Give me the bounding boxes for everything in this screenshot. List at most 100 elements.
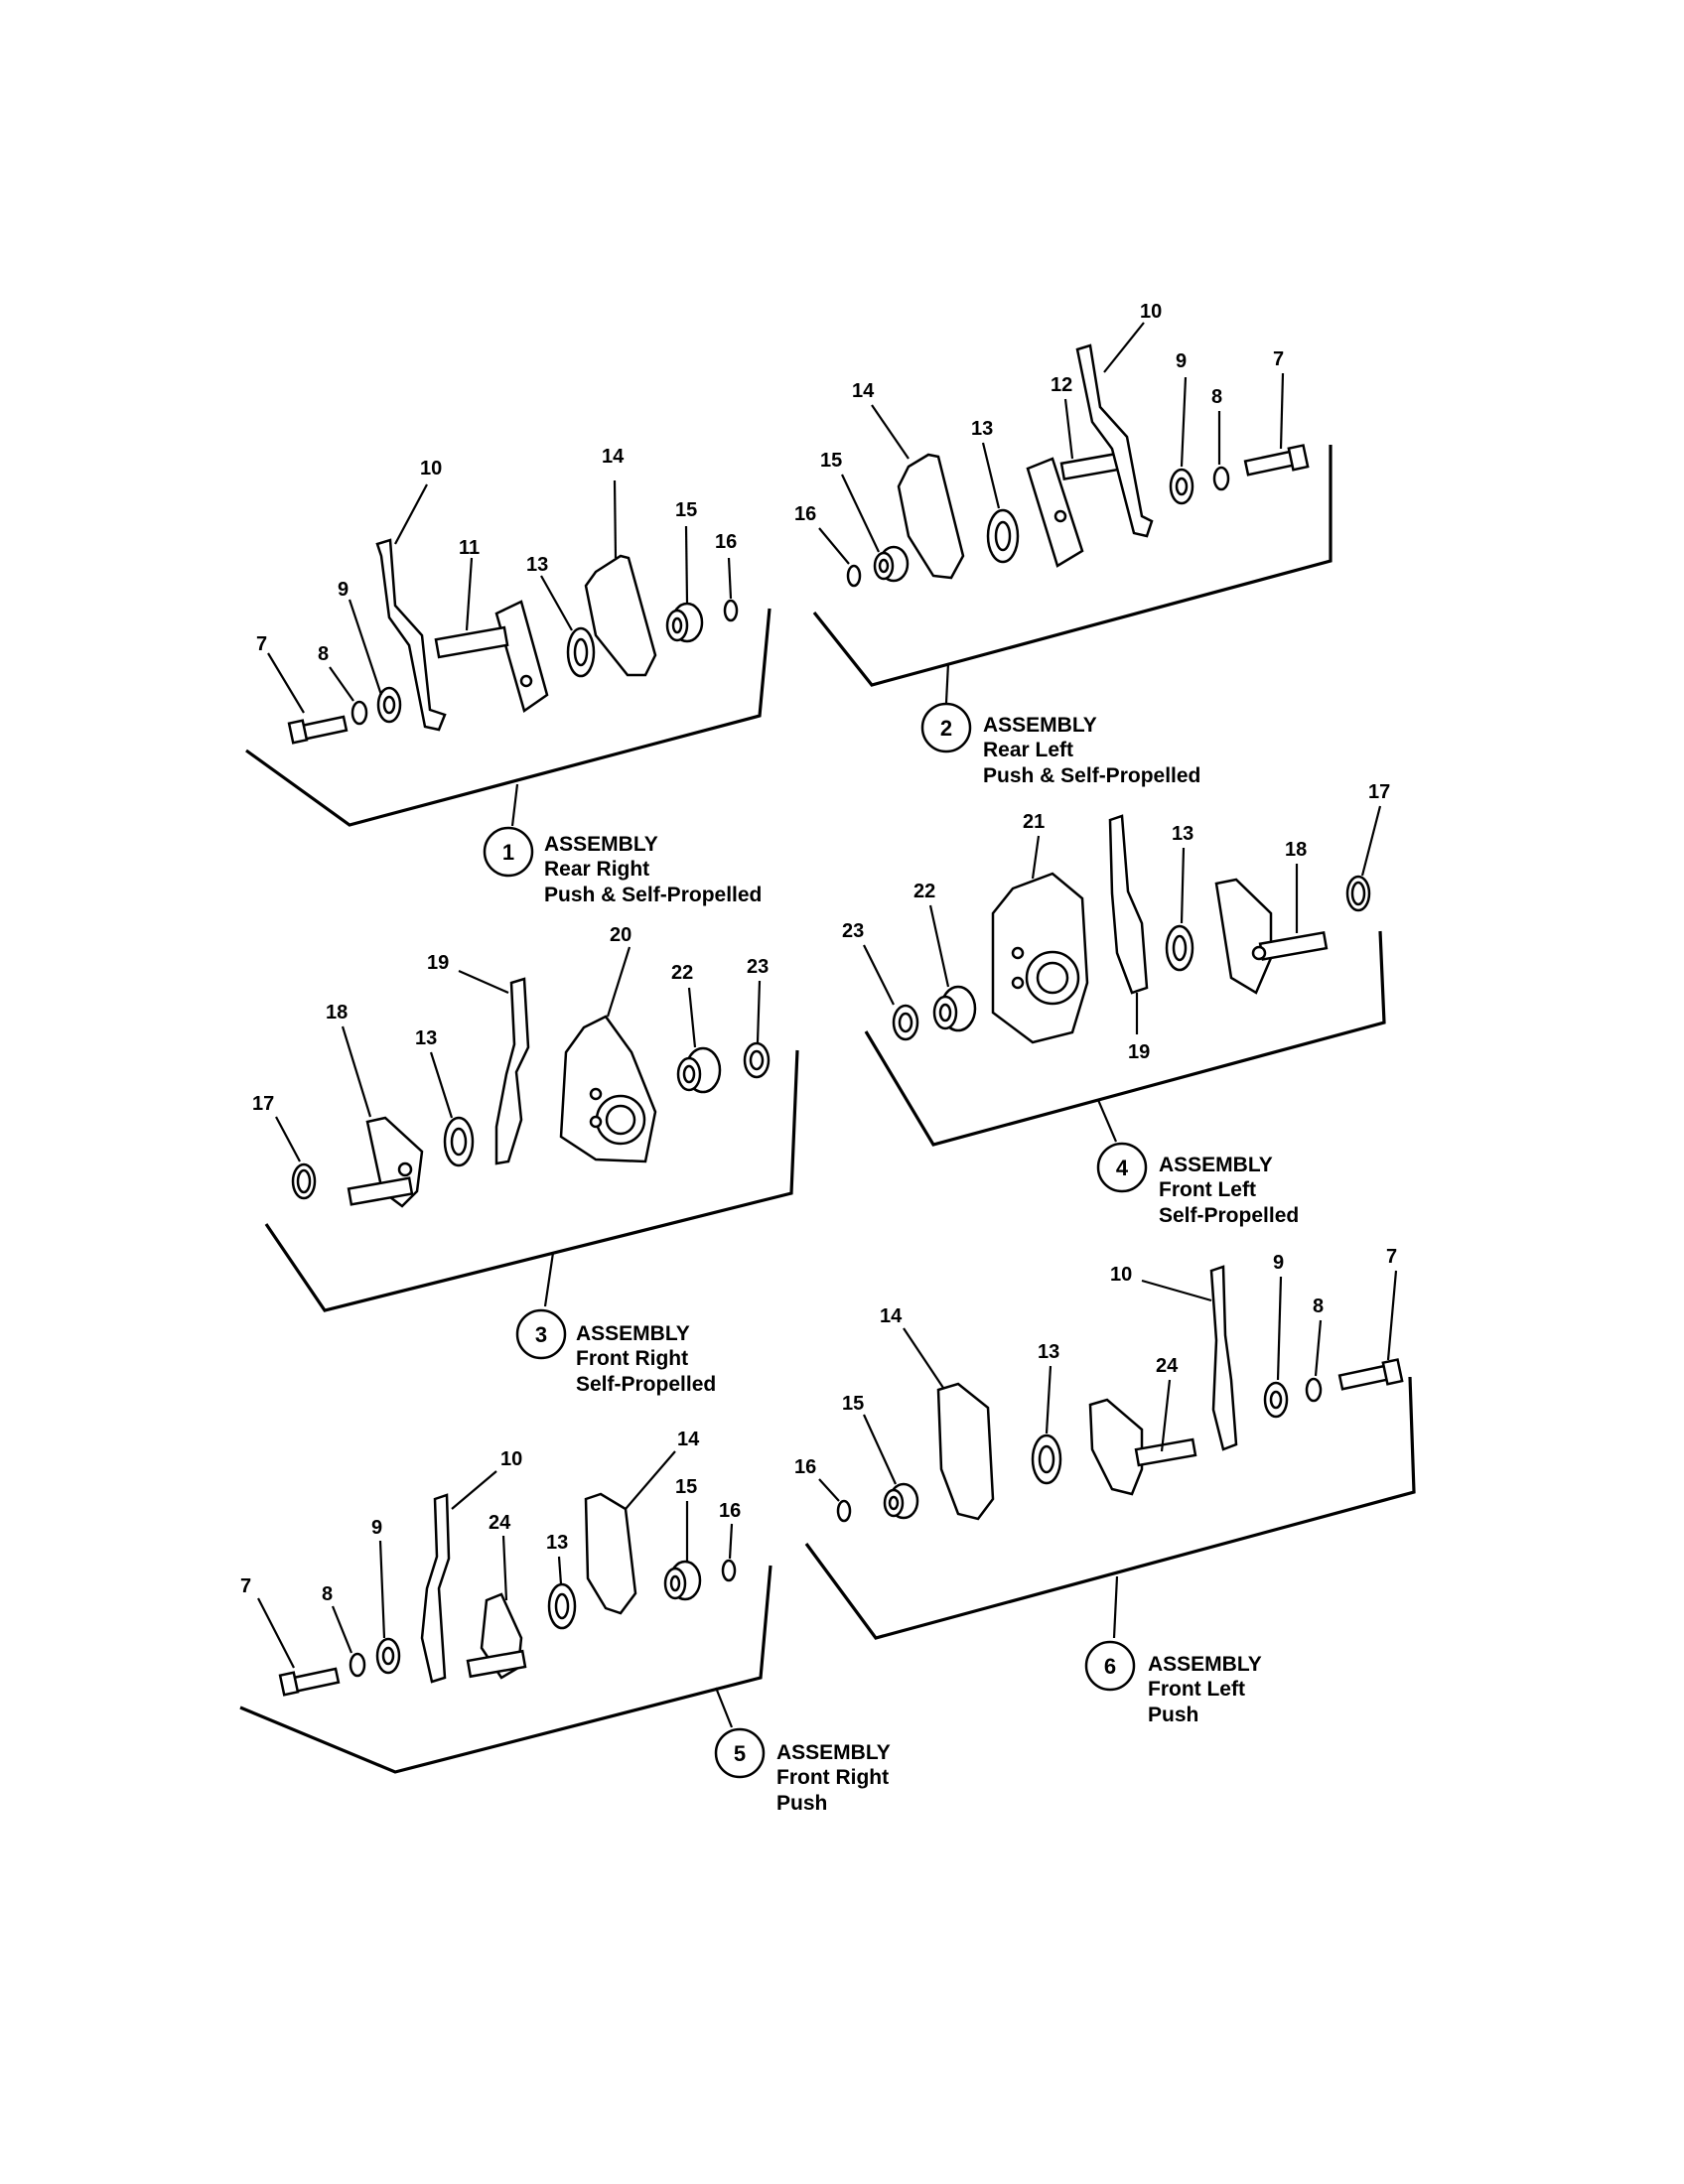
assembly-6-group: 6 ASSEMBLY Front Left Push xyxy=(794,1246,1416,1726)
callout-7: 7 xyxy=(1386,1246,1397,1268)
callout-8: 8 xyxy=(322,1583,333,1605)
wheel-axle-bracket-part xyxy=(1026,452,1120,568)
callout-17: 17 xyxy=(252,1093,274,1115)
axle-bracket-part xyxy=(1088,1398,1197,1496)
height-adjust-plate-part xyxy=(584,554,657,677)
axle-bracket-part xyxy=(347,1116,424,1208)
flat-washer-part xyxy=(547,1582,577,1630)
bearing-washer-part xyxy=(376,686,402,724)
callout-24: 24 xyxy=(1156,1355,1179,1377)
bearing-part xyxy=(743,1041,771,1079)
assembly-6-line2: Push xyxy=(1148,1704,1198,1726)
assembly-3-line2: Self-Propelled xyxy=(576,1373,716,1396)
axle-bracket-part xyxy=(466,1592,527,1680)
flat-washer-part xyxy=(1165,924,1194,972)
bolt-part xyxy=(287,715,349,745)
ring-part xyxy=(1345,875,1371,912)
callout-22: 22 xyxy=(913,881,935,902)
callout-13: 13 xyxy=(971,418,993,440)
callout-23: 23 xyxy=(747,956,769,978)
axle-bracket-part xyxy=(1214,878,1329,995)
callout-13: 13 xyxy=(1038,1341,1059,1363)
assembly-2-number-circle xyxy=(920,702,972,753)
callout-9: 9 xyxy=(371,1517,382,1539)
assembly-3-number: 3 xyxy=(535,1322,547,1347)
drive-plate-part xyxy=(991,872,1089,1044)
assembly-3-number-circle xyxy=(515,1308,567,1360)
assembly-2-baseline xyxy=(812,445,1333,687)
assembly-2-group: 2 ASSEMBLY Rear Left Push & Self-Propell… xyxy=(794,301,1333,787)
callout-15: 15 xyxy=(820,450,842,472)
height-lever-part xyxy=(1075,343,1154,538)
retaining-ring-part xyxy=(836,1499,852,1523)
flat-washer-part xyxy=(443,1116,475,1167)
callout-8: 8 xyxy=(318,643,329,665)
height-lever-part xyxy=(1209,1265,1238,1451)
callout-9: 9 xyxy=(1176,350,1187,372)
flat-washer-part xyxy=(566,626,596,678)
assembly-2-number: 2 xyxy=(940,716,952,741)
flat-washer-part xyxy=(1031,1433,1062,1485)
assembly-4-line1: Front Left xyxy=(1159,1178,1256,1201)
lock-washer-part xyxy=(1305,1377,1323,1403)
callout-7: 7 xyxy=(240,1575,251,1597)
lock-washer-part xyxy=(351,700,368,726)
callout-9: 9 xyxy=(1273,1252,1284,1274)
callout-18: 18 xyxy=(1285,839,1307,861)
bushing-part xyxy=(932,985,977,1032)
callout-24: 24 xyxy=(489,1512,511,1534)
bearing-washer-part xyxy=(375,1637,401,1675)
assembly-3-baseline xyxy=(264,1049,799,1312)
assembly-6-number-circle xyxy=(1084,1640,1136,1692)
bolt-part xyxy=(1337,1358,1404,1391)
assembly-3-line1: Front Right xyxy=(576,1347,688,1370)
assembly-2-line1: Rear Left xyxy=(983,739,1073,761)
callout-16: 16 xyxy=(719,1500,741,1522)
lock-washer-part xyxy=(349,1652,366,1678)
callout-10: 10 xyxy=(1140,301,1162,323)
bushing-part xyxy=(873,545,910,583)
retaining-ring-part xyxy=(721,1559,737,1582)
callout-15: 15 xyxy=(675,499,697,521)
callout-8: 8 xyxy=(1211,386,1222,408)
assembly-5-number-circle xyxy=(714,1727,766,1779)
callout-19: 19 xyxy=(427,952,449,974)
height-lever-part xyxy=(375,538,447,732)
assembly-6-line1: Front Left xyxy=(1148,1678,1245,1701)
bushing-part xyxy=(883,1482,919,1520)
callout-13: 13 xyxy=(546,1532,568,1554)
retaining-ring-part xyxy=(846,564,862,588)
assembly-1-title: ASSEMBLY xyxy=(544,833,658,856)
assembly-3-group: 3 ASSEMBLY Front Right Self-Propelled xyxy=(252,924,799,1396)
assembly-1-number-circle xyxy=(483,826,534,878)
callout-16: 16 xyxy=(715,531,737,553)
callout-16: 16 xyxy=(794,1456,816,1478)
callout-14: 14 xyxy=(852,380,875,402)
assembly-6-baseline xyxy=(804,1376,1416,1640)
bushing-part xyxy=(665,602,704,643)
callout-13: 13 xyxy=(526,554,548,576)
assembly-4-group: 4 ASSEMBLY Front Left Self-Propelled xyxy=(842,781,1390,1227)
height-lever-part xyxy=(1108,814,1149,995)
callout-21: 21 xyxy=(1023,811,1045,833)
bushing-part xyxy=(663,1560,702,1601)
height-adjust-plate-part xyxy=(936,1382,995,1521)
callout-15: 15 xyxy=(842,1393,864,1415)
assembly-5-title: ASSEMBLY xyxy=(776,1741,891,1764)
callout-7: 7 xyxy=(1273,348,1284,370)
callout-23: 23 xyxy=(842,920,864,942)
height-adjust-plate-part xyxy=(897,453,965,580)
height-lever-part xyxy=(420,1493,451,1684)
callout-13: 13 xyxy=(1172,823,1193,845)
callout-15: 15 xyxy=(675,1476,697,1498)
assembly-1-line1: Rear Right xyxy=(544,858,649,881)
callout-13: 13 xyxy=(415,1027,437,1049)
assembly-6-title: ASSEMBLY xyxy=(1148,1653,1262,1676)
assembly-2-title: ASSEMBLY xyxy=(983,714,1097,737)
bearing-part xyxy=(892,1004,919,1041)
callout-22: 22 xyxy=(671,962,693,984)
assembly-4-line2: Self-Propelled xyxy=(1159,1204,1299,1227)
bolt-part xyxy=(1243,444,1310,477)
callout-12: 12 xyxy=(1051,374,1072,396)
